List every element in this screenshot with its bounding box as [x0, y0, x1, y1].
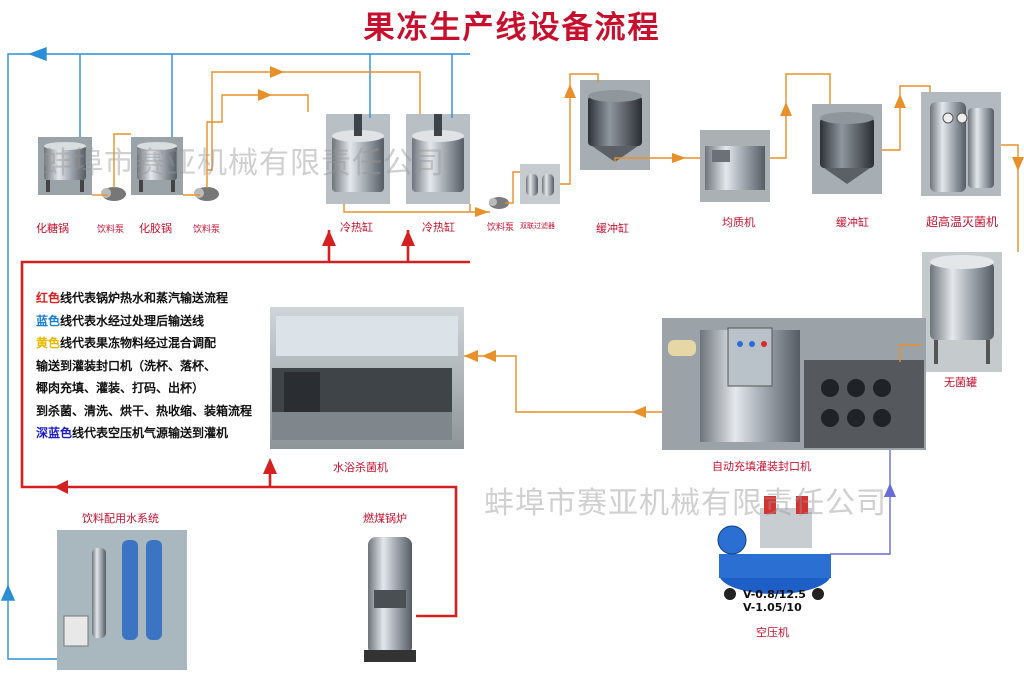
heat-tank-1-image: [326, 114, 390, 204]
legend-text-cont-3: 到杀菌、清洗、烘干、热收缩、装箱流程: [36, 403, 253, 418]
legend-row-darkblue: 深蓝色线代表空压机气源输送到灌机: [36, 422, 286, 445]
material-arrows: [258, 66, 1024, 418]
legend-text-cont-1: 输送到灌装封口机（洗杯、落杯、: [36, 358, 217, 373]
legend-text-cont-2: 椰肉充填、灌装、打码、出杯）: [36, 381, 205, 395]
label-pump-3: 饮料泵: [487, 223, 515, 233]
filter-image: [520, 164, 560, 204]
label-filter: 双联过滤器: [520, 222, 555, 230]
legend-text-blue: 线代表水经过处理后输送线: [60, 313, 205, 328]
legend-row-red: 红色线代表锅炉热水和蒸汽输送流程: [36, 287, 286, 310]
legend-key-darkblue: 深蓝色: [36, 426, 73, 440]
water-system-image: [57, 530, 187, 670]
label-buffer-tank-2: 缓冲缸: [836, 216, 869, 229]
legend-row-cont-3: 到杀菌、清洗、烘干、热收缩、装箱流程: [36, 400, 286, 423]
pump-2-image: [194, 187, 219, 201]
label-uht-sterilizer: 超高温灭菌机: [926, 215, 999, 229]
heat-tank-2-image: [406, 114, 470, 204]
homogenizer-image: [700, 130, 770, 202]
compressor-spec-line-2: V-1.05/10: [743, 601, 802, 614]
label-water-system: 饮料配用水系统: [82, 512, 159, 525]
label-filler: 自动充填灌装封口机: [712, 460, 811, 473]
legend-key-blue: 蓝色: [36, 313, 61, 328]
label-water-bath: 水浴杀菌机: [333, 461, 388, 474]
legend-row-yellow: 黄色线代表果冻物料经过混合调配: [36, 332, 286, 355]
legend-text-darkblue: 线代表空压机气源输送到灌机: [72, 426, 229, 440]
legend: 红色线代表锅炉热水和蒸汽输送流程 蓝色线代表水经过处理后输送线 黄色线代表果冻物…: [36, 287, 286, 445]
legend-key-red: 红色: [36, 291, 61, 305]
gel-pot-image: [131, 137, 183, 195]
boiler-image: [364, 537, 416, 662]
page-title: 果冻生产线设备流程: [363, 10, 661, 46]
compressor-spec-line-1: V-0.8/12.5: [743, 588, 806, 601]
uht-sterilizer-image: [921, 92, 1001, 196]
material-lines: [92, 71, 1019, 413]
steam-arrows: [54, 230, 415, 494]
label-heat-tank-2: 冷热缸: [422, 221, 455, 234]
label-pump-1: 饮料泵: [97, 225, 125, 235]
label-heat-tank-1: 冷热缸: [340, 221, 373, 234]
watermark-top: 蚌埠市赛亚机械有限责任公司: [42, 146, 445, 181]
label-homogenizer: 均质机: [722, 216, 755, 229]
buffer-tank-2-image: [812, 104, 882, 194]
label-gel-pot: 化胶锅: [139, 222, 172, 235]
compressor-spec: V-0.8/12.5 V-1.05/10: [743, 588, 806, 614]
pump-3-image: [489, 197, 509, 209]
air-arrow: [884, 483, 896, 497]
sugar-pot-image: [38, 137, 92, 195]
label-aseptic-tank: 无菌罐: [944, 376, 977, 389]
label-pump-2: 饮料泵: [193, 225, 221, 235]
legend-row-cont-2: 椰肉充填、灌装、打码、出杯）: [36, 377, 286, 400]
buffer-tank-1-image: [580, 80, 650, 170]
watermark-bottom: 蚌埠市赛亚机械有限责任公司: [484, 486, 887, 521]
label-compressor: 空压机: [756, 626, 789, 639]
legend-text-yellow: 线代表果冻物料经过混合调配: [60, 336, 217, 350]
pump-1-image: [101, 187, 126, 201]
filler-image: [662, 318, 926, 450]
water-lines: [0, 46, 470, 660]
compressor-image: [717, 496, 831, 600]
legend-row-blue: 蓝色线代表水经过处理后输送线: [36, 310, 286, 333]
aseptic-tank-image: [922, 252, 1002, 372]
legend-row-cont-1: 输送到灌装封口机（洗杯、落杯、: [36, 355, 286, 378]
legend-text-red: 线代表锅炉热水和蒸汽输送流程: [60, 291, 229, 305]
water-bath-image: [270, 307, 464, 449]
legend-key-yellow: 黄色: [36, 336, 61, 350]
label-buffer-tank-1: 缓冲缸: [596, 222, 629, 235]
label-boiler: 燃煤锅炉: [363, 512, 407, 525]
label-sugar-pot: 化糖锅: [36, 222, 69, 235]
